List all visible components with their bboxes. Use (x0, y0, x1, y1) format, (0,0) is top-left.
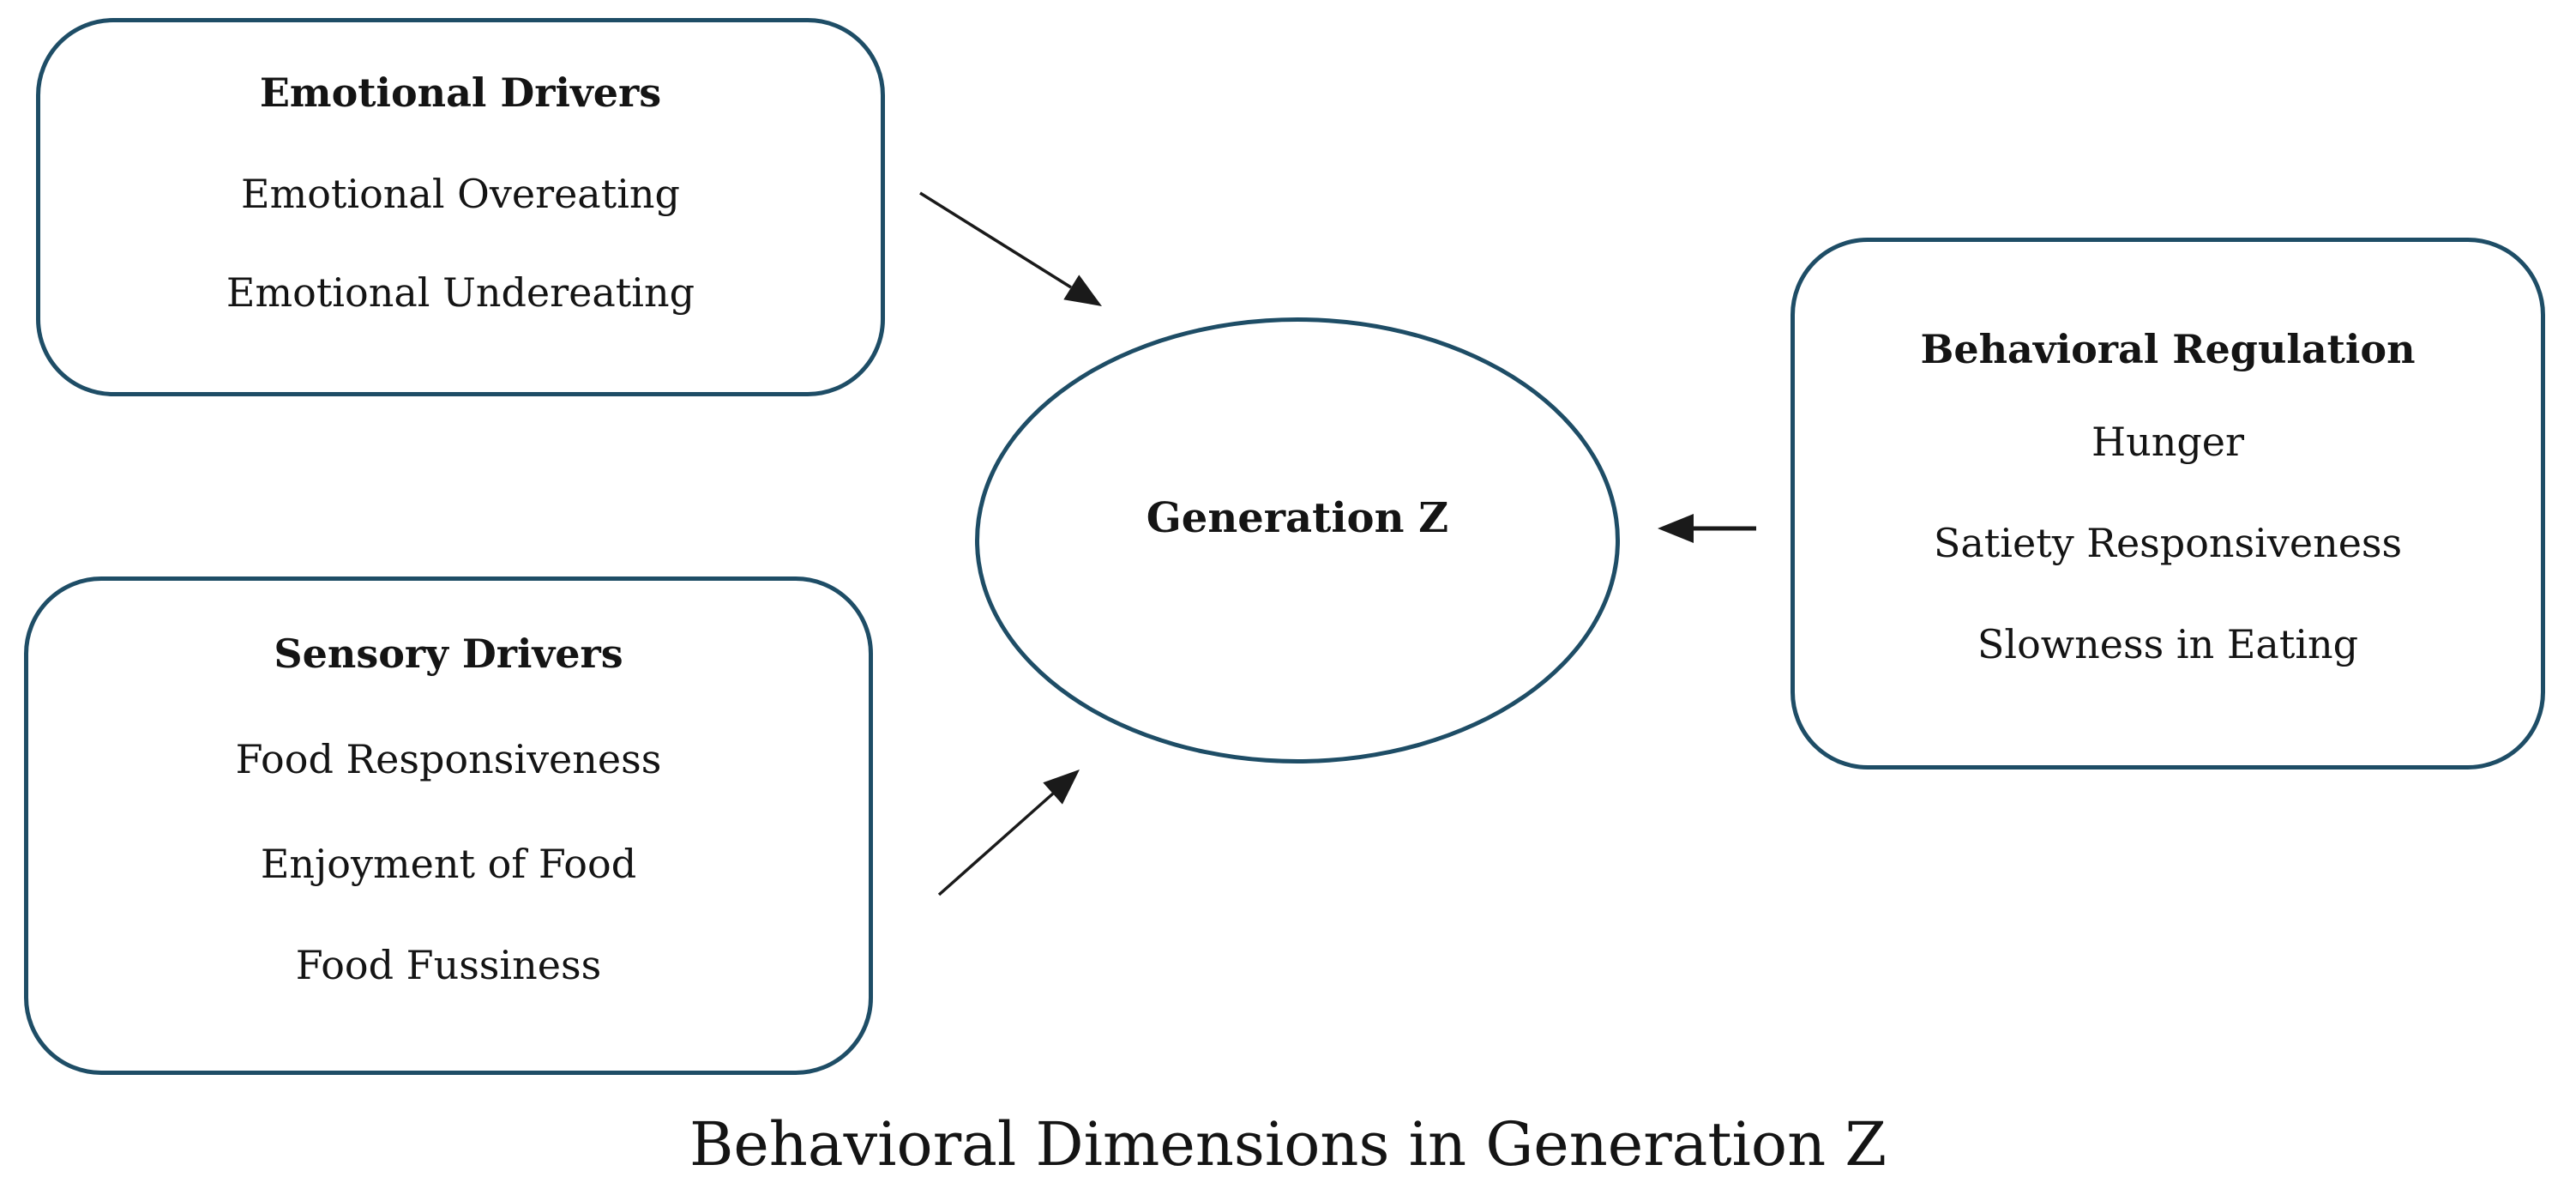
emotional-drivers-item: Emotional Overeating (241, 171, 680, 217)
arrow-sensory-to-center-icon (937, 770, 1080, 896)
emotional-drivers-item: Emotional Undereating (226, 269, 695, 316)
behavioral-regulation-item: Hunger (2091, 419, 2245, 465)
arrow-emotional-to-center-icon (919, 191, 1102, 306)
arrow-behavioral-to-center-icon (1658, 514, 1756, 543)
box-sensory-drivers: Sensory Drivers Food Responsiveness Enjo… (24, 576, 873, 1075)
diagram-caption: Behavioral Dimensions in Generation Z (689, 1109, 1887, 1180)
sensory-drivers-item: Enjoyment of Food (260, 841, 637, 887)
behavioral-regulation-item: Satiety Responsiveness (1933, 520, 2403, 566)
behavioral-regulation-item: Slowness in Eating (1977, 621, 2359, 667)
generation-z-label: Generation Z (1146, 494, 1449, 542)
sensory-drivers-title: Sensory Drivers (274, 631, 623, 677)
sensory-drivers-item: Food Responsiveness (235, 736, 662, 782)
behavioral-regulation-title: Behavioral Regulation (1920, 326, 2416, 372)
center-node-generation-z: Generation Z (975, 317, 1620, 763)
box-behavioral-regulation: Behavioral Regulation Hunger Satiety Res… (1791, 238, 2545, 770)
sensory-drivers-item: Food Fussiness (295, 942, 602, 988)
emotional-drivers-title: Emotional Drivers (259, 69, 662, 116)
box-emotional-drivers: Emotional Drivers Emotional Overeating E… (36, 18, 885, 396)
